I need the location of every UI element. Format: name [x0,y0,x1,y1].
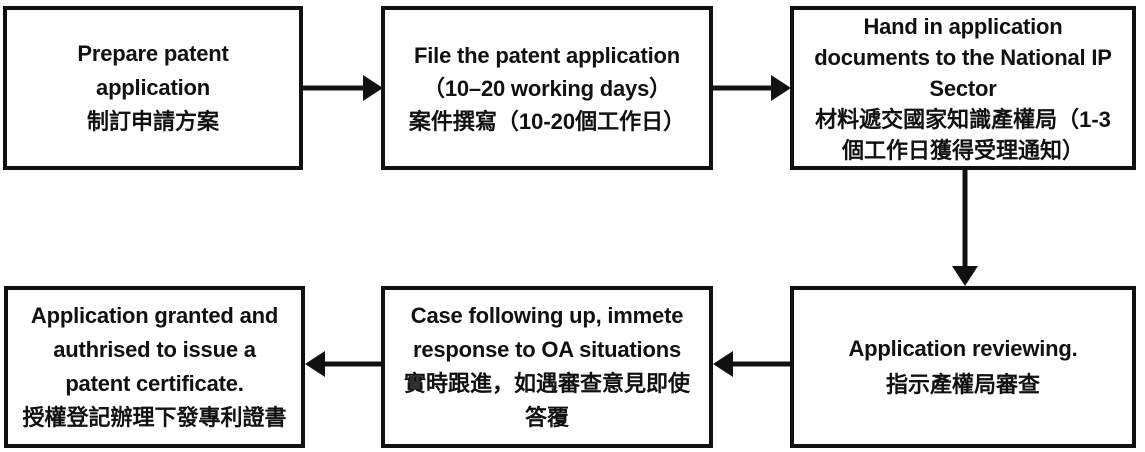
node-application-reviewing[interactable]: Application reviewing. 指示產權局審查 [790,286,1136,448]
node-application-granted[interactable]: Application granted and authrised to iss… [4,286,305,448]
arrow-prepare-to-file [303,70,385,106]
node-line: 材料遞交國家知識產權局（1-3 [815,106,1111,132]
node-line: 實時跟進，如遇審查意見即使 [403,371,690,396]
arrow-reviewing-to-following [711,346,793,382]
node-line: Sector [929,75,997,101]
node-line: application [96,75,210,100]
node-line: authrised to issue a [53,337,256,362]
arrow-file-to-handin [713,70,793,106]
arrow-following-to-granted [303,346,385,382]
arrow-handin-to-reviewing [947,170,983,288]
node-line: 指示產權局審查 [885,372,1040,397]
node-line: File the patent application [414,42,680,68]
node-file-the-patent-application[interactable]: File the patent application （10–20 worki… [381,6,713,170]
node-line: 制訂申請方案 [86,109,219,134]
node-line: 答覆 [524,405,569,430]
node-prepare-patent-application[interactable]: Prepare patent application 制訂申請方案 [3,6,303,170]
node-line: response to OA situations [412,337,681,362]
node-line: 案件撰寫（10-20個工作日） [408,108,686,134]
node-line: Application reviewing. [848,336,1078,361]
node-line: documents to the National IP [814,44,1112,70]
node-line: （10–20 working days） [423,75,671,101]
node-hand-in-application-documents[interactable]: Hand in application documents to the Nat… [790,6,1136,170]
node-line: 授權登記辦理下發專利證書 [22,405,287,430]
node-line: Prepare patent [77,41,229,66]
node-case-following-up[interactable]: Case following up, immete response to OA… [381,286,713,448]
node-line: Case following up, immete [410,303,684,328]
node-line: Hand in application [863,13,1063,39]
node-line: 個工作日獲得受理通知） [841,137,1084,163]
node-line: patent certificate. [65,371,244,396]
node-line: Application granted and [30,303,279,328]
